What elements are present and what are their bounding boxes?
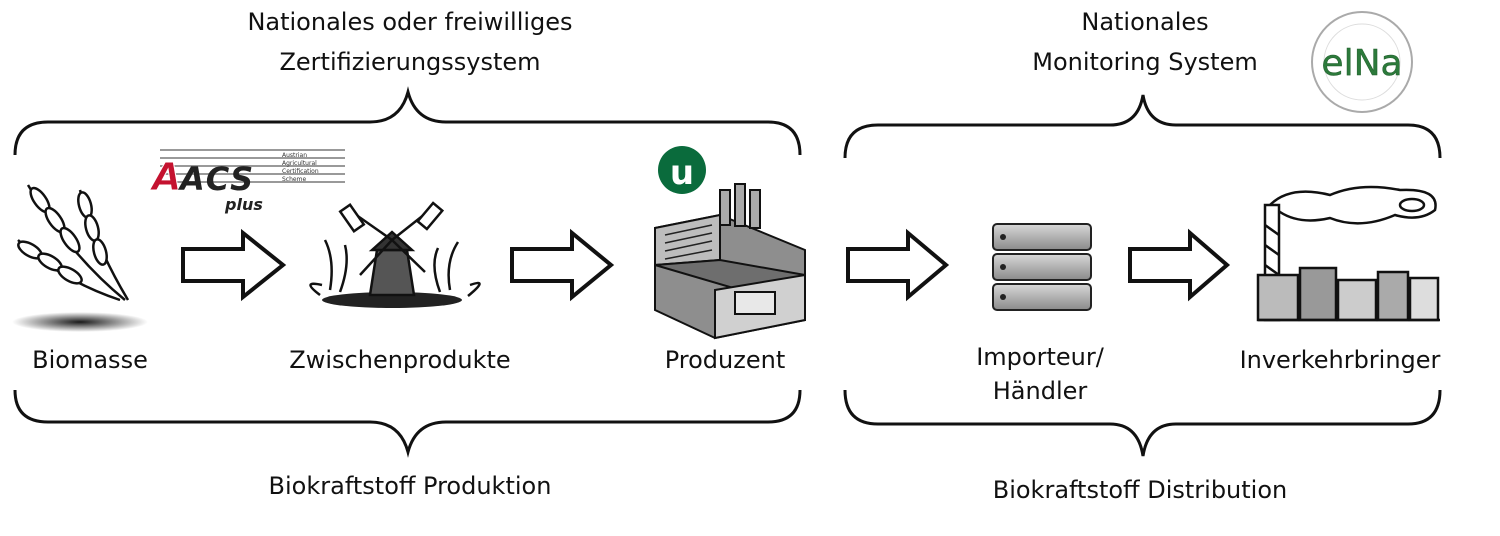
monitoring-line-2: Monitoring System <box>1032 48 1258 76</box>
monitoring-system-label: Nationales Monitoring System <box>1000 2 1290 82</box>
svg-text:Certification: Certification <box>282 168 319 175</box>
u-logo: u <box>658 146 706 194</box>
stage-label-biomasse: Biomasse <box>32 346 148 374</box>
certification-line-1: Nationales oder freiwilliges <box>247 8 573 36</box>
distribution-label: Biokraftstoff Distribution <box>992 476 1288 504</box>
brace-top-left <box>13 86 802 156</box>
braces <box>13 86 1442 458</box>
elna-logo: elNa <box>1311 11 1413 113</box>
aacs-plus-text: plus <box>224 195 263 214</box>
wheat-icon <box>12 184 148 332</box>
aacs-plus-logo: A ACS plus Austrian Agricultural Certifi… <box>149 149 345 214</box>
svg-text:Austrian: Austrian <box>282 152 307 159</box>
arrow-3 <box>846 228 950 302</box>
stage-label-zwischenprodukte: Zwischenprodukte <box>289 346 511 374</box>
arrow-4 <box>1128 228 1231 302</box>
factory-icon <box>654 183 806 340</box>
stage-label-produzent: Produzent <box>664 346 786 374</box>
production-label: Biokraftstoff Produktion <box>268 472 552 500</box>
arrow-1 <box>181 228 287 302</box>
svg-text:elNa: elNa <box>1321 43 1402 84</box>
certification-line-2: Zertifizierungssystem <box>279 48 541 76</box>
arrow-2 <box>510 228 615 302</box>
refinery-icon <box>1256 185 1440 322</box>
stage-label-inverkehrbringer: Inverkehrbringer <box>1239 346 1441 374</box>
stage-label-importeur: Importeur/ Händler <box>976 343 1104 405</box>
brace-bottom-left <box>13 389 802 458</box>
brace-bottom-right <box>843 389 1442 457</box>
svg-text:Scheme: Scheme <box>282 176 306 183</box>
windmill-icon <box>309 201 481 308</box>
aacs-text-rest: ACS <box>177 160 255 198</box>
certification-system-label: Nationales oder freiwilliges Zertifizier… <box>190 2 630 82</box>
svg-text:Agricultural: Agricultural <box>282 160 317 167</box>
brace-top-right <box>843 94 1442 159</box>
aacs-text: A <box>149 155 181 199</box>
svg-text:u: u <box>670 153 694 193</box>
database-stack-icon <box>992 223 1092 311</box>
monitoring-line-1: Nationales <box>1081 8 1209 36</box>
